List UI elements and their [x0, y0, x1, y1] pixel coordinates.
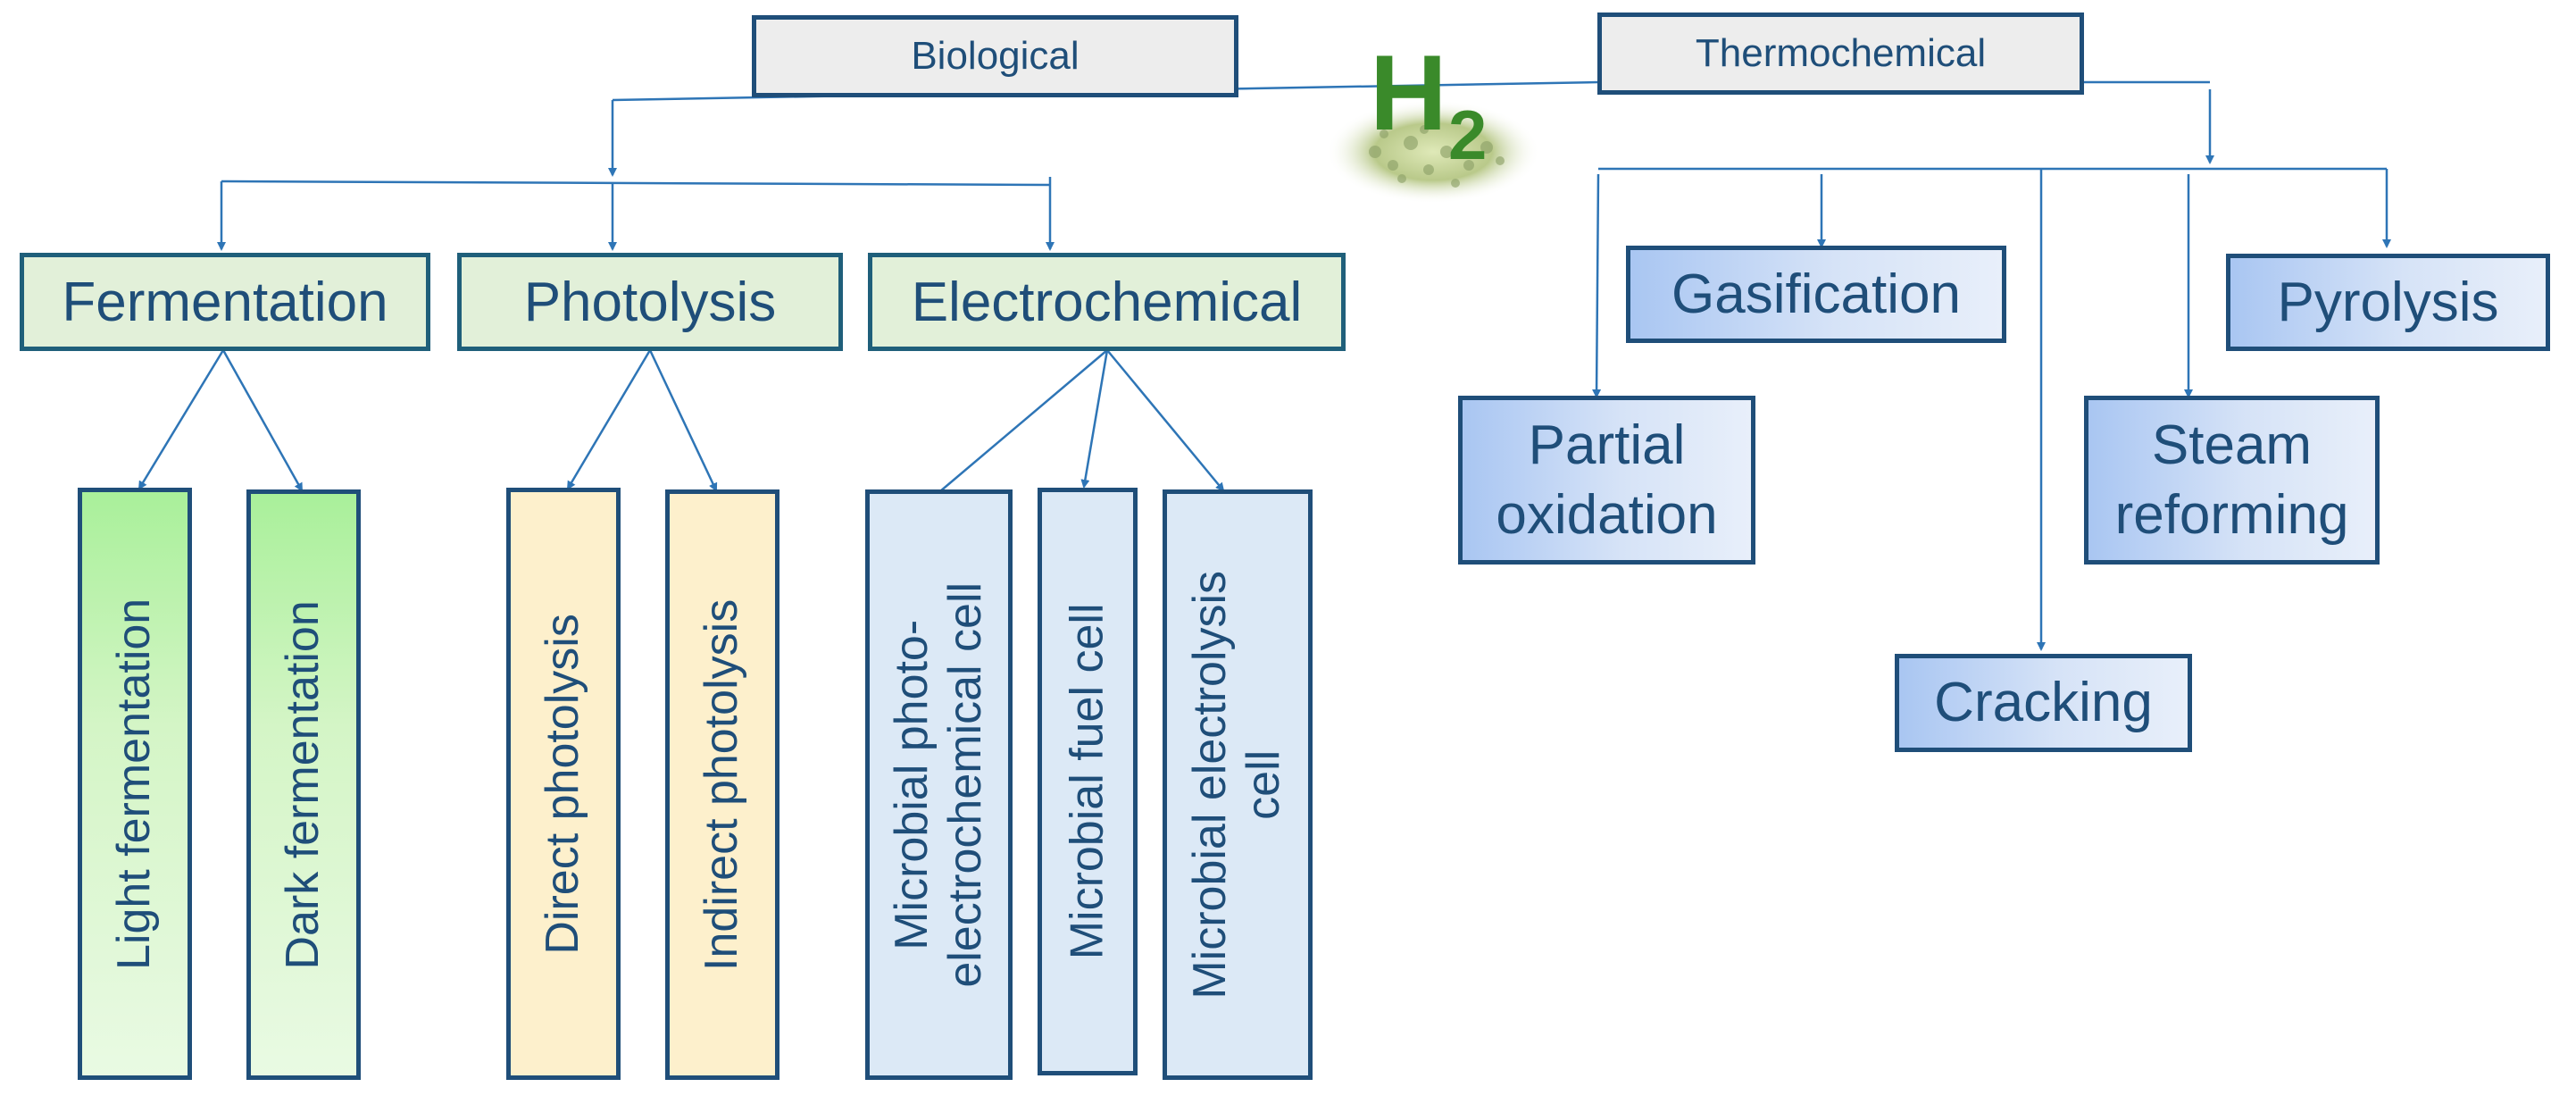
microbial-photo-electrochemical-cell-box: Microbial photo- electrochemical cell — [865, 489, 1013, 1080]
h2-subscript: 2 — [1448, 96, 1487, 174]
arrow-to-indirect-photolysis — [648, 349, 718, 492]
microbial-electrolysis-cell-box: Microbial electrolysis cell — [1163, 489, 1313, 1080]
steam-reforming-label: Steam reforming — [2114, 414, 2349, 546]
microbial-fuel-cell-box: Microbial fuel cell — [1038, 488, 1138, 1075]
direct-photolysis-label: Direct photolysis — [537, 613, 589, 955]
light-fermentation-box: Light fermentation — [78, 488, 192, 1080]
microbial-fuel-cell-label: Microbial fuel cell — [1061, 603, 1113, 960]
photolysis-label: Photolysis — [523, 271, 777, 333]
dark-fermentation-label: Dark fermentation — [277, 599, 329, 970]
pyrolysis-label: Pyrolysis — [2277, 271, 2499, 333]
arrow-to-direct-photolysis — [566, 349, 652, 490]
h2-logo: H 2 — [1326, 33, 1540, 204]
arrow-to-microbial-electrolysis-cell — [1106, 349, 1225, 492]
biological-label: Biological — [911, 34, 1080, 78]
gasification-box: Gasification — [1626, 246, 2006, 343]
direct-photolysis-box: Direct photolysis — [506, 488, 621, 1080]
arrow-to-microbial-photo-electrochemical-cell — [927, 349, 1108, 503]
steam-reforming-box: Steam reforming — [2084, 396, 2380, 565]
cracking-label: Cracking — [1934, 672, 2153, 734]
electrochemical-box: Electrochemical — [868, 253, 1346, 351]
pyrolysis-box: Pyrolysis — [2226, 254, 2550, 351]
cracking-box: Cracking — [1895, 654, 2192, 752]
biological-bus-line — [221, 180, 1051, 187]
gasification-label: Gasification — [1671, 263, 1961, 325]
arrow-to-dark-fermentation — [221, 349, 304, 492]
arrow-to-partial-oxidation — [1592, 173, 1602, 398]
fermentation-label: Fermentation — [62, 271, 388, 333]
arrow-to-light-fermentation — [138, 349, 225, 490]
fermentation-box: Fermentation — [20, 253, 430, 351]
electrochemical-label: Electrochemical — [911, 271, 1303, 333]
arrow-to-microbial-fuel-cell — [1080, 349, 1109, 489]
partial-oxidation-label: Partial oxidation — [1496, 414, 1718, 546]
partial-oxidation-box: Partial oxidation — [1458, 396, 1755, 565]
dark-fermentation-box: Dark fermentation — [246, 489, 361, 1080]
photolysis-box: Photolysis — [457, 253, 843, 351]
indirect-photolysis-label: Indirect photolysis — [696, 598, 748, 971]
thermochemical-category-box: Thermochemical — [1597, 13, 2084, 95]
microbial-photo-electrochemical-cell-label: Microbial photo- electrochemical cell — [885, 581, 991, 988]
biological-category-box: Biological — [752, 15, 1238, 97]
bubbles-cloud — [1326, 100, 1540, 204]
h2-letter: H — [1370, 33, 1447, 153]
microbial-electrolysis-cell-label: Microbial electrolysis cell — [1184, 570, 1289, 999]
thermochemical-label: Thermochemical — [1695, 31, 1987, 75]
indirect-photolysis-box: Indirect photolysis — [665, 489, 779, 1080]
light-fermentation-label: Light fermentation — [108, 598, 161, 970]
